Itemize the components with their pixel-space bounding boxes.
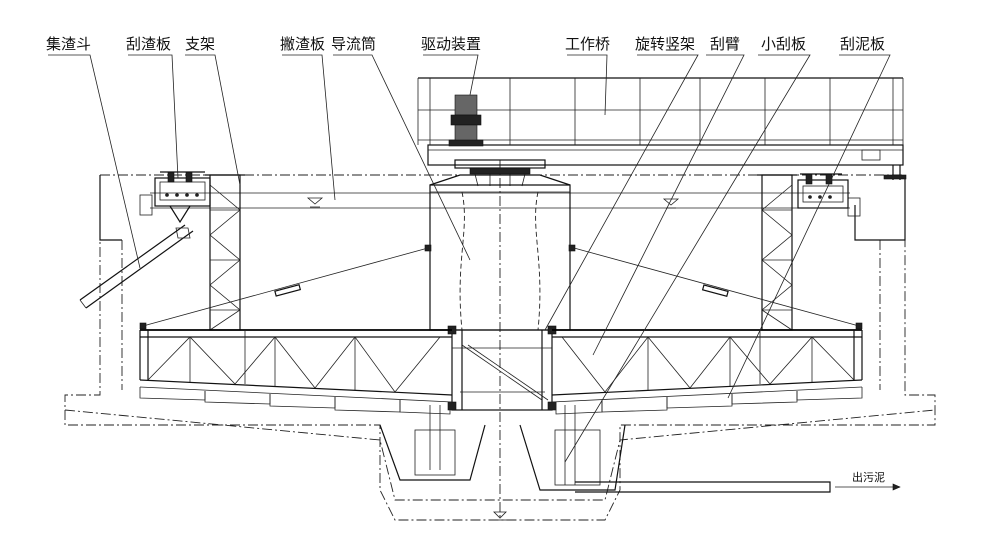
label-small-scraper: 小刮板 xyxy=(761,35,806,53)
label-guide-tube: 导流筒 xyxy=(331,35,376,53)
drive-unit xyxy=(448,94,546,187)
label-slag-scraper: 刮渣板 xyxy=(126,35,171,53)
left-slag-box xyxy=(79,171,211,309)
tank-outline xyxy=(64,160,936,521)
label-work-bridge: 工作桥 xyxy=(565,35,610,53)
work-bridge xyxy=(417,77,907,180)
left-scraper-arm xyxy=(139,247,453,415)
sludge-hoppers xyxy=(379,405,901,521)
label-skimmer: 撇渣板 xyxy=(280,35,325,53)
label-slag-hopper: 集渣斗 xyxy=(46,35,91,53)
label-scraper-arm: 刮臂 xyxy=(710,35,740,53)
right-slag-box xyxy=(797,173,849,209)
label-drive-unit: 驱动装置 xyxy=(421,35,481,53)
label-support: 支架 xyxy=(185,35,215,53)
callout-labels: 集渣斗 刮渣板 支架 撇渣板 导流筒 驱动装置 工作桥 旋转竖架 刮臂 小刮板 … xyxy=(46,35,885,484)
tank-walls xyxy=(99,175,906,241)
label-mud-scraper: 刮泥板 xyxy=(840,35,885,53)
right-scraper-arm xyxy=(551,247,863,415)
leader-lines xyxy=(48,54,891,463)
water-surface xyxy=(150,192,850,209)
rotating-column xyxy=(447,325,557,411)
label-sludge-outlet: 出污泥 xyxy=(852,470,885,484)
left-support-truss xyxy=(205,174,245,331)
label-rotating-column: 旋转竖架 xyxy=(635,35,695,53)
right-support-truss xyxy=(757,174,797,331)
